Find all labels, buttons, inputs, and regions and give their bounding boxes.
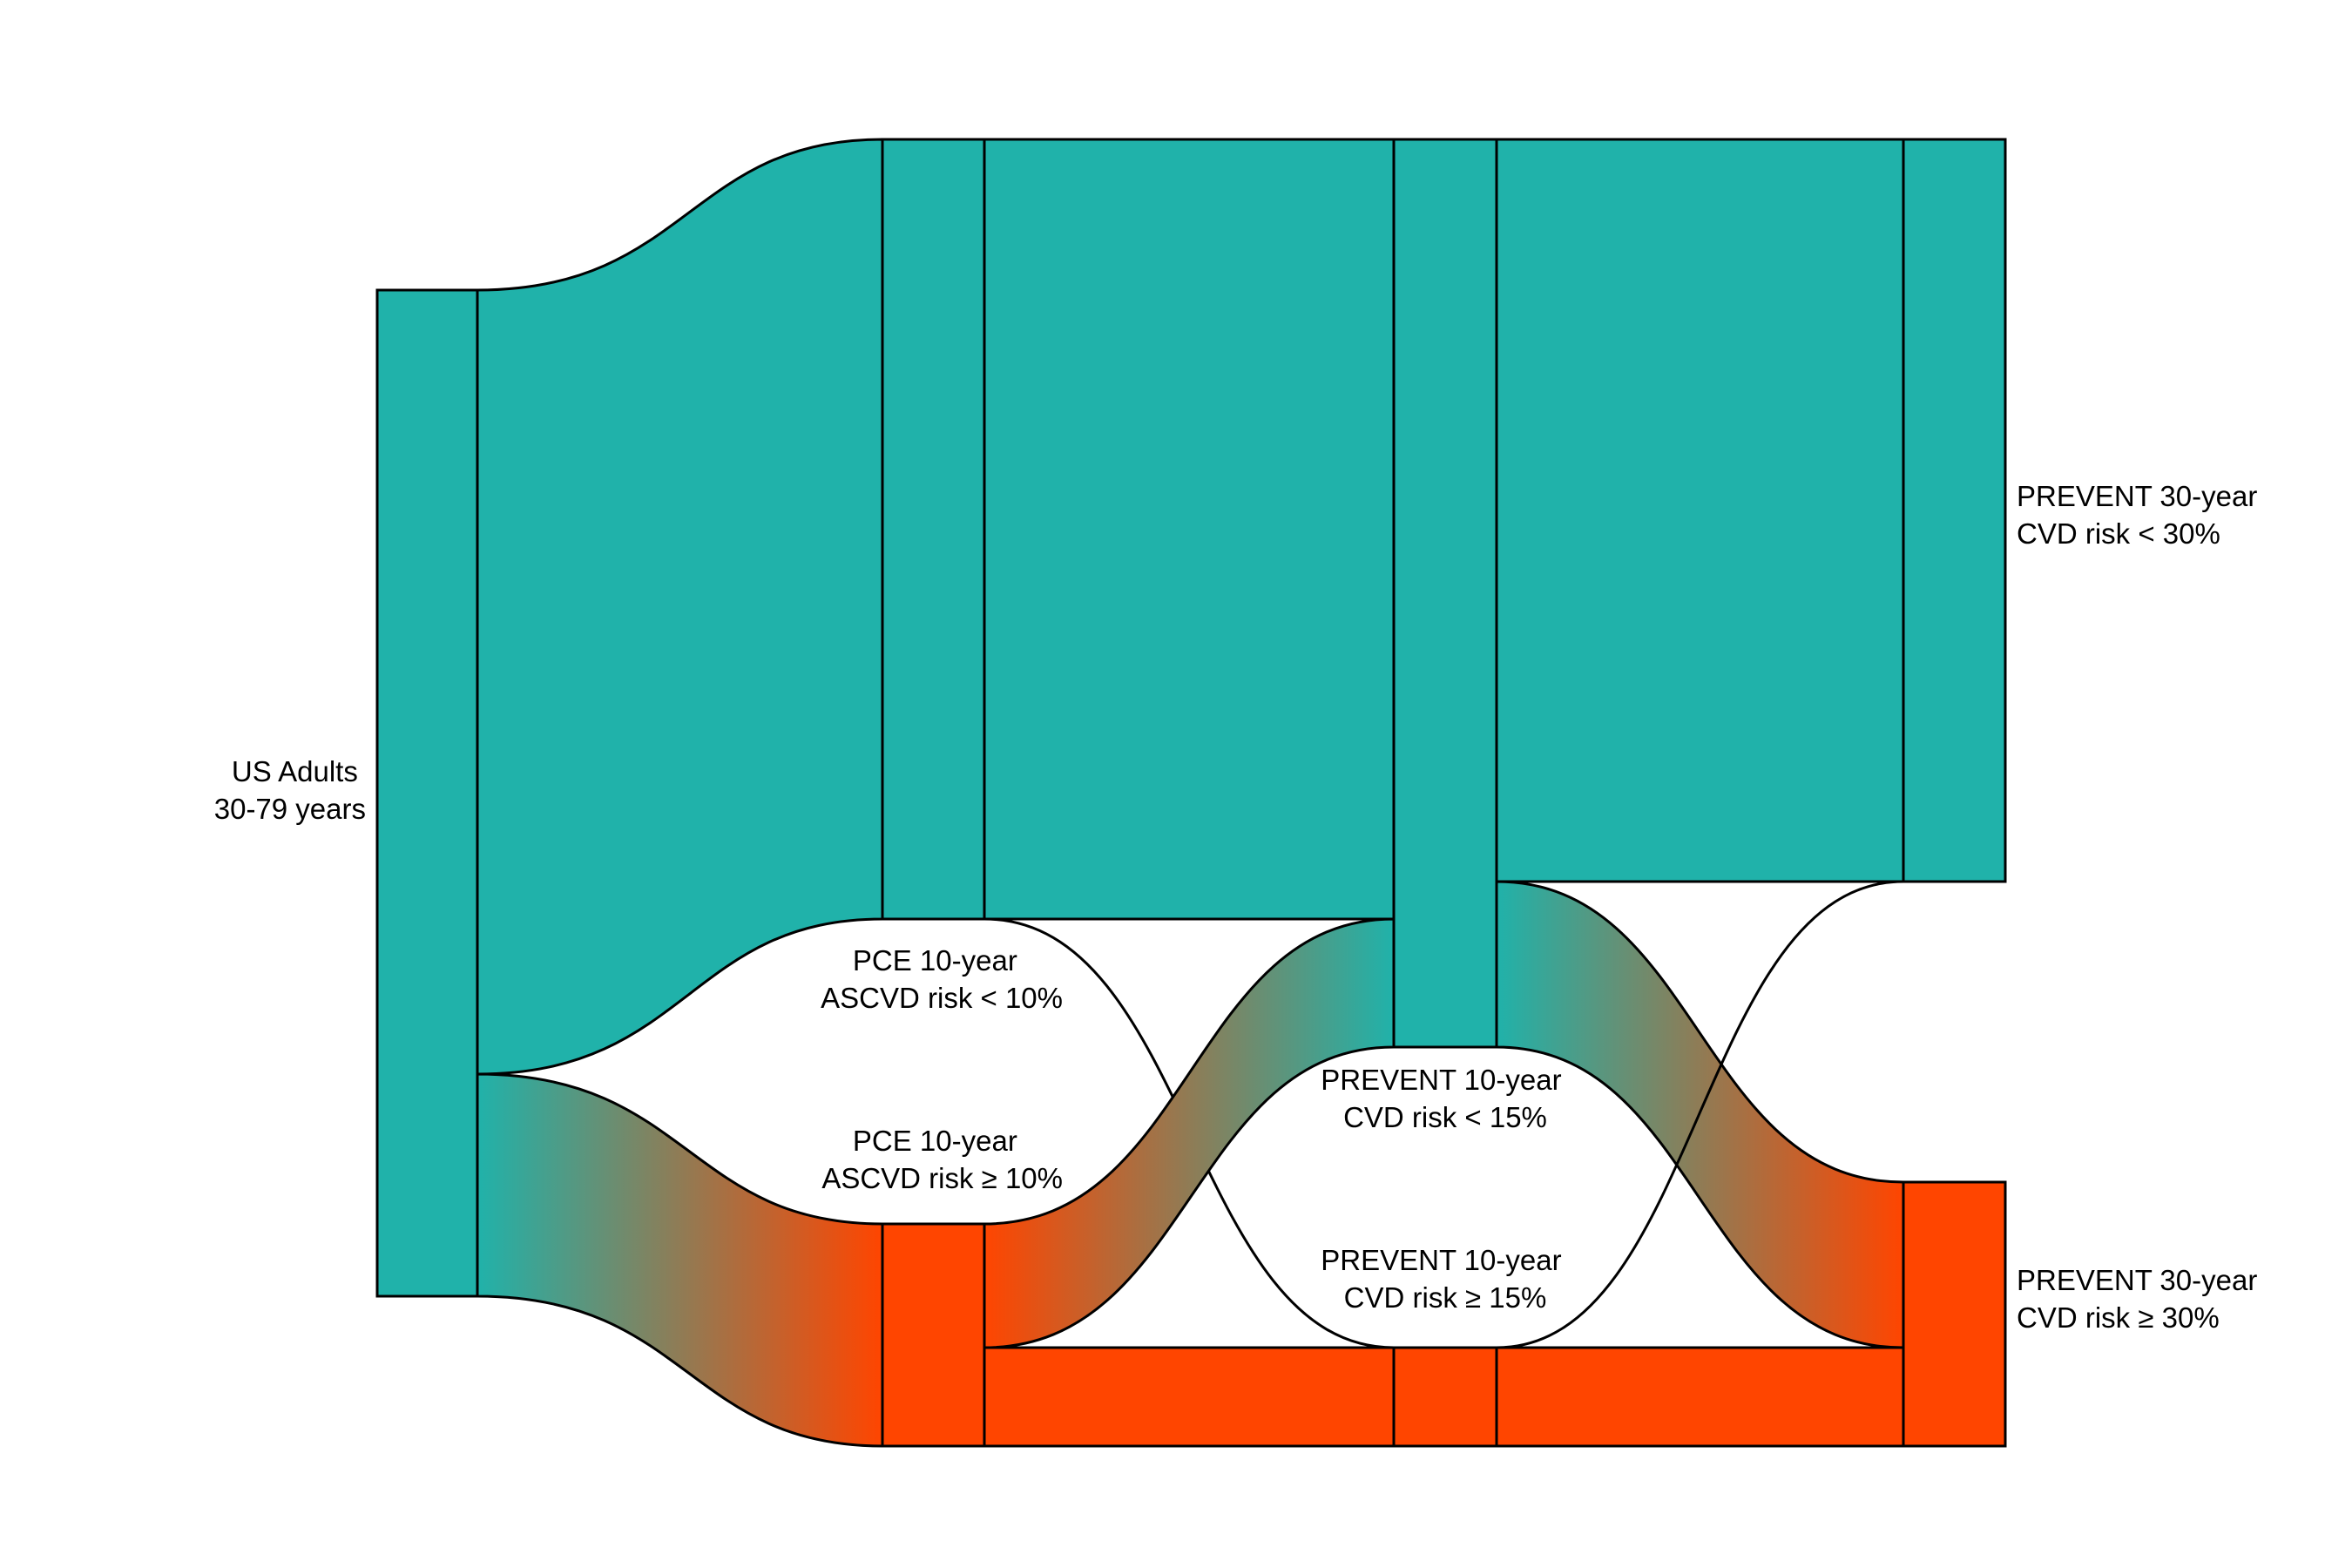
node-prevent10-low [1392,138,1498,1049]
label-prevent30-low: PREVENT 30-year CVD risk < 30% [2017,480,2266,550]
flow-prevent10-high-to-prevent30-high [1495,1346,1905,1448]
node-prevent30-high [1902,1180,2007,1448]
label-prevent10-low: PREVENT 10-year CVD risk < 15% [1321,1064,1570,1133]
flow-pce-high-to-prevent10-high [983,1346,1396,1448]
flow-us-adults-to-pce-low [476,138,884,1076]
label-pce-low: PCE 10-year ASCVD risk < 10% [821,944,1063,1014]
flow-prevent10-low-to-prevent30-low [1495,138,1905,883]
flow-pce-low-to-prevent10-low [983,138,1396,921]
node-us-adults [375,288,479,1298]
node-prevent10-high [1392,1346,1498,1448]
label-prevent10-high: PREVENT 10-year CVD risk ≥ 15% [1321,1244,1570,1314]
node-pce-low [881,138,986,921]
label-us-adults: US Adults 30-79 years [214,755,366,825]
flow-us-adults-to-pce-high [476,1072,884,1448]
label-prevent30-high: PREVENT 30-year CVD risk ≥ 30% [2017,1264,2266,1334]
node-prevent30-low [1902,138,2007,883]
label-pce-high: PCE 10-year ASCVD risk ≥ 10% [821,1125,1063,1194]
node-pce-high [881,1222,986,1448]
